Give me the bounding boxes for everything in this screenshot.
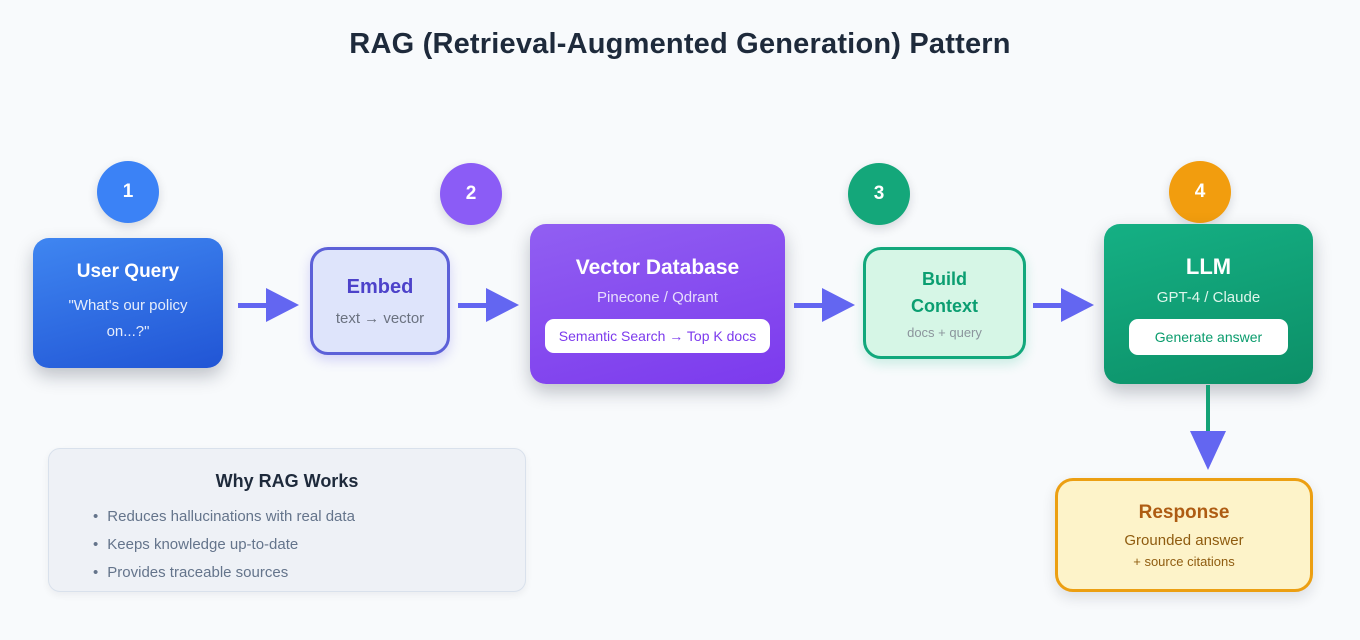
- arrow-head-icon: [486, 288, 519, 322]
- node-embed: Embed text → vector: [310, 247, 450, 355]
- user-query-title: User Query: [76, 260, 180, 282]
- step-badge-4: 4: [1169, 161, 1231, 223]
- vector-database-subtitle: Pinecone / Qdrant: [597, 288, 718, 306]
- why-rag-item: Keeps knowledge up-to-date: [93, 536, 525, 553]
- embed-subtitle: text → vector: [335, 309, 425, 327]
- node-build-context: Build Context docs + query: [863, 247, 1026, 359]
- page-title: RAG (Retrieval-Augmented Generation) Pat…: [349, 28, 1011, 60]
- step-badge-1: 1: [97, 161, 159, 223]
- llm-subtitle: GPT-4 / Claude: [1156, 288, 1261, 306]
- why-rag-list: Reduces hallucinations with real data Ke…: [49, 508, 525, 581]
- why-rag-panel: Why RAG Works Reduces hallucinations wit…: [48, 448, 526, 592]
- build-context-title: Build Context: [911, 269, 978, 316]
- generate-answer-badge: Generate answer: [1128, 318, 1289, 355]
- node-user-query: User Query "What's our policy on...?": [33, 238, 223, 368]
- why-rag-title: Why RAG Works: [215, 471, 359, 491]
- down-arrow: [1190, 385, 1226, 470]
- arrow-head-icon: [266, 288, 299, 322]
- node-llm: LLM GPT-4 / Claude Generate answer: [1104, 224, 1313, 384]
- response-title: Response: [1138, 501, 1230, 523]
- llm-title: LLM: [1185, 253, 1232, 279]
- user-query-subtitle: "What's our policy on...?": [68, 296, 188, 340]
- arrow-head-icon: [1061, 288, 1094, 322]
- step-badge-2: 2: [440, 163, 502, 225]
- vector-database-title: Vector Database: [575, 255, 740, 279]
- down-arrow-head-icon: [1190, 431, 1226, 470]
- flow-arrow-1: [238, 288, 299, 322]
- build-context-subtitle: docs + query: [907, 325, 982, 340]
- step-badge-3: 3: [848, 163, 910, 225]
- arrow-head-icon: [822, 288, 855, 322]
- embed-title: Embed: [346, 275, 414, 298]
- arrow-stem: [794, 302, 822, 308]
- arrow-stem: [458, 302, 486, 308]
- response-line1: Grounded answer: [1124, 531, 1244, 549]
- down-arrow-stem: [1206, 385, 1210, 431]
- flow-arrow-4: [1033, 288, 1094, 322]
- node-vector-database: Vector Database Pinecone / Qdrant Semant…: [530, 224, 785, 384]
- response-line2: + source citations: [1133, 553, 1235, 569]
- why-rag-item: Provides traceable sources: [93, 564, 525, 581]
- why-rag-item: Reduces hallucinations with real data: [93, 508, 525, 525]
- flow-arrow-3: [794, 288, 855, 322]
- arrow-stem: [1033, 302, 1061, 308]
- semantic-search-badge: Semantic Search → Top K docs: [544, 318, 771, 353]
- flow-arrow-2: [458, 288, 519, 322]
- node-response: Response Grounded answer + source citati…: [1055, 478, 1313, 592]
- arrow-stem: [238, 302, 266, 308]
